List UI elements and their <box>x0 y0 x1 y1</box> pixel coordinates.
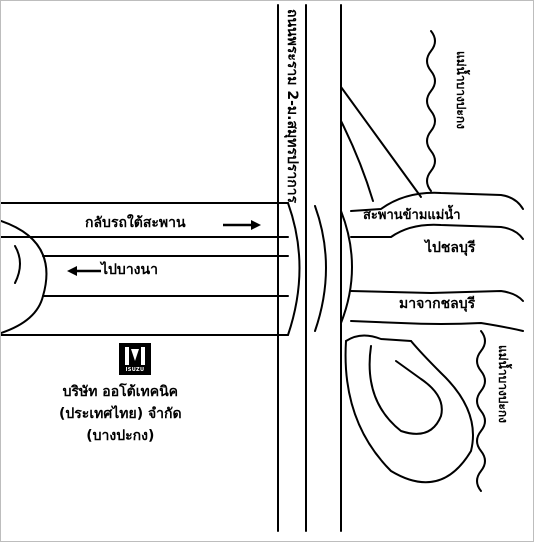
bridge-label: สะพานข้ามแม่น้ำ <box>363 208 461 223</box>
north-ramp-diagonal <box>340 86 422 198</box>
company-name: บริษัท ออโต้เทคนิค (ประเทศไทย) จำกัด (บา… <box>59 381 182 447</box>
bridge-arc-1 <box>287 202 301 336</box>
company-line-1: บริษัท ออโต้เทคนิค <box>62 384 179 400</box>
east-road-bottom-edge <box>350 320 524 332</box>
vertical-road-label: ถนนพระราม 2-ม.สมุทรปราการ <box>284 9 300 204</box>
isuzu-logo: ISUZU <box>119 343 151 375</box>
isuzu-emblem-icon <box>125 347 145 365</box>
south-loop-outer <box>344 340 474 484</box>
east-road-top-edge <box>350 191 524 212</box>
south-loop-edge <box>345 334 412 342</box>
river-lower-wave <box>476 330 486 492</box>
company-line-2: (ประเทศไทย) จำกัด <box>59 406 182 422</box>
south-loop-inner <box>368 345 443 435</box>
arrow-left <box>67 266 101 276</box>
west-road-left-arc <box>14 245 21 284</box>
west-road-left-curve <box>1 220 48 334</box>
north-ramp <box>340 120 374 202</box>
east-road-lower-top <box>350 290 524 302</box>
bridge-arc-2 <box>314 205 327 332</box>
arrow-right <box>223 220 261 230</box>
logo-wordmark: ISUZU <box>125 367 145 373</box>
company-line-3: (บางปะกง) <box>86 428 155 444</box>
river-upper-wave <box>426 30 436 192</box>
east-road-upper-lower <box>350 223 524 240</box>
to-bang-na-label: ไปบางนา <box>101 262 158 278</box>
from-chonburi-label: มาจากชลบุรี <box>399 296 476 312</box>
river-lower-label: แม่น้ำบางปะกง <box>496 345 510 423</box>
to-under-bridge-label: กลับรถใต้สะพาน <box>85 215 186 231</box>
to-chonburi-label: ไปชลบุรี <box>425 240 476 256</box>
river-upper-label: แม่น้ำบางปะกง <box>454 51 468 129</box>
bridge-arc-3 <box>340 210 353 324</box>
